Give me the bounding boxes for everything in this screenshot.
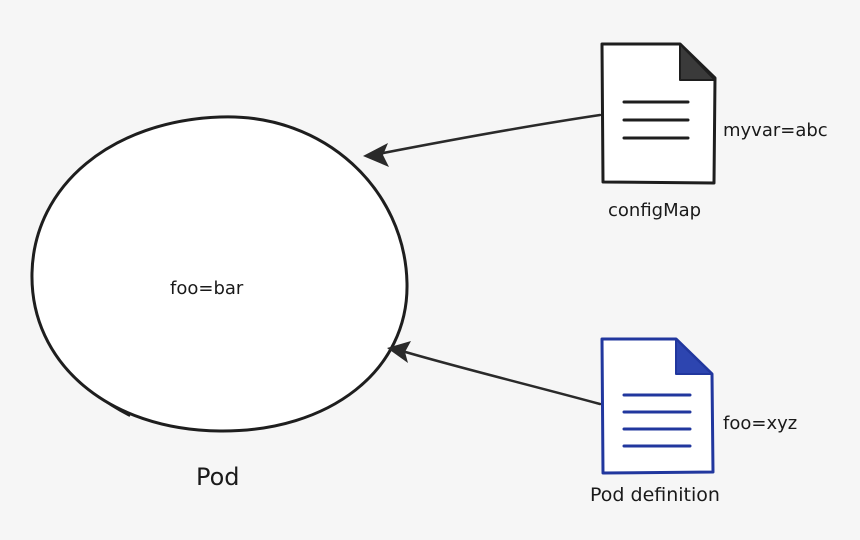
- pod-definition-document-icon: [600, 337, 715, 475]
- arrowhead: [387, 341, 411, 363]
- arrow-configmap-to-pod: [363, 113, 602, 167]
- pod-inner-label: foo=bar: [170, 278, 244, 299]
- pod-title: Pod: [196, 463, 240, 491]
- arrow-poddefinition-to-pod: [387, 341, 602, 406]
- configmap-key-value: myvar=abc: [723, 120, 828, 141]
- configmap-document-icon: [600, 42, 717, 185]
- pod-definition-title: Pod definition: [590, 484, 720, 506]
- arrowhead: [363, 143, 389, 167]
- pod-definition-key-value: foo=xyz: [723, 413, 798, 434]
- pod-circle: [30, 115, 409, 433]
- configmap-title: configMap: [608, 200, 702, 221]
